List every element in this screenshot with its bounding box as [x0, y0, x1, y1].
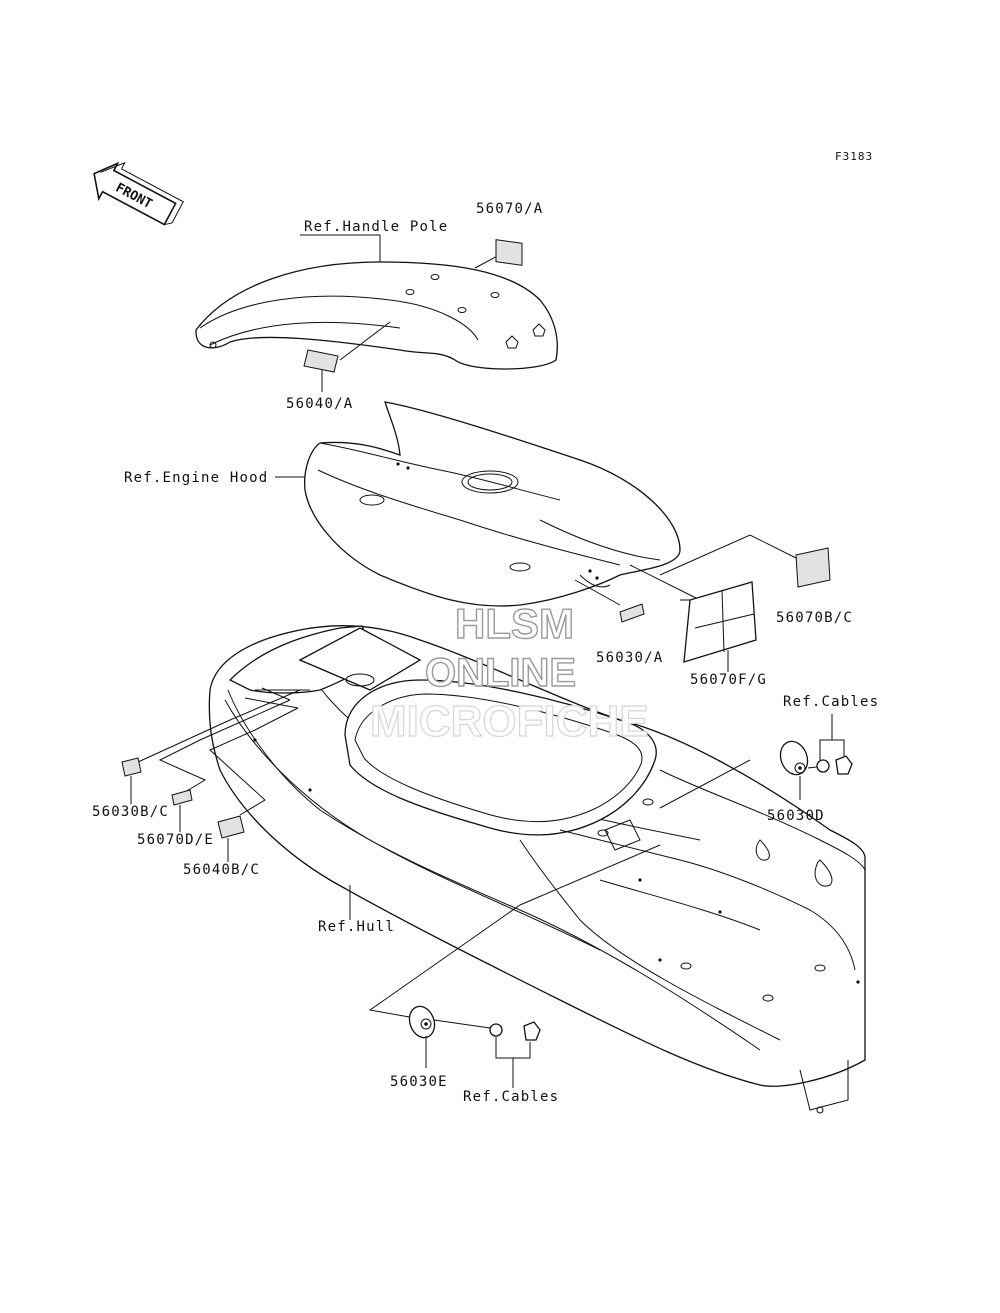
- label-ref-cables-bottom: Ref.Cables: [463, 1089, 559, 1105]
- svg-text:MICROFICHE: MICROFICHE: [370, 697, 649, 746]
- label-56030d: 56030D: [767, 808, 825, 824]
- plug-icon-right: [835, 755, 853, 775]
- label-ref-cables-right: Ref.Cables: [783, 694, 879, 710]
- label-ref-handle-pole: Ref.Handle Pole: [304, 219, 448, 235]
- handle-pole-part: [195, 261, 558, 370]
- hull-part: [208, 625, 866, 1114]
- label-56070fg: 56070F/G: [690, 672, 767, 688]
- decal-56070bc: [795, 547, 831, 588]
- svg-text:HLSM: HLSM: [455, 600, 574, 647]
- label-56030e: 56030E: [390, 1074, 448, 1090]
- label-56040a: 56040/A: [286, 396, 353, 412]
- washer-icon-right: [816, 759, 830, 773]
- decal-56070de: [171, 789, 193, 806]
- svg-text:ONLINE: ONLINE: [425, 651, 576, 695]
- label-56070bc: 56070B/C: [776, 610, 853, 626]
- decal-56040a: [303, 349, 339, 373]
- watermark: HLSM ONLINE MICROFICHE: [369, 599, 649, 746]
- label-56070de: 56070D/E: [137, 832, 214, 848]
- label-56040bc: 56040B/C: [183, 862, 260, 878]
- decal-56040bc: [217, 815, 245, 839]
- decal-56030bc: [121, 757, 142, 777]
- washer-icon-bottom: [489, 1023, 503, 1037]
- engine-hood-part: [304, 401, 681, 607]
- label-ref-hull: Ref.Hull: [318, 919, 395, 935]
- decal-56070a: [495, 239, 523, 266]
- drain-cap-56030d: [779, 740, 809, 776]
- front-arrow-icon: FRONT: [93, 161, 184, 226]
- label-56030a: 56030/A: [596, 650, 663, 666]
- diagram-code: F3183: [835, 150, 873, 163]
- label-ref-engine-hood: Ref.Engine Hood: [124, 470, 268, 486]
- decal-56030a: [619, 603, 645, 623]
- drain-cap-56030e: [408, 1005, 436, 1039]
- label-56030bc: 56030B/C: [92, 804, 169, 820]
- label-56070a: 56070/A: [476, 201, 543, 217]
- plug-icon-bottom: [523, 1021, 541, 1041]
